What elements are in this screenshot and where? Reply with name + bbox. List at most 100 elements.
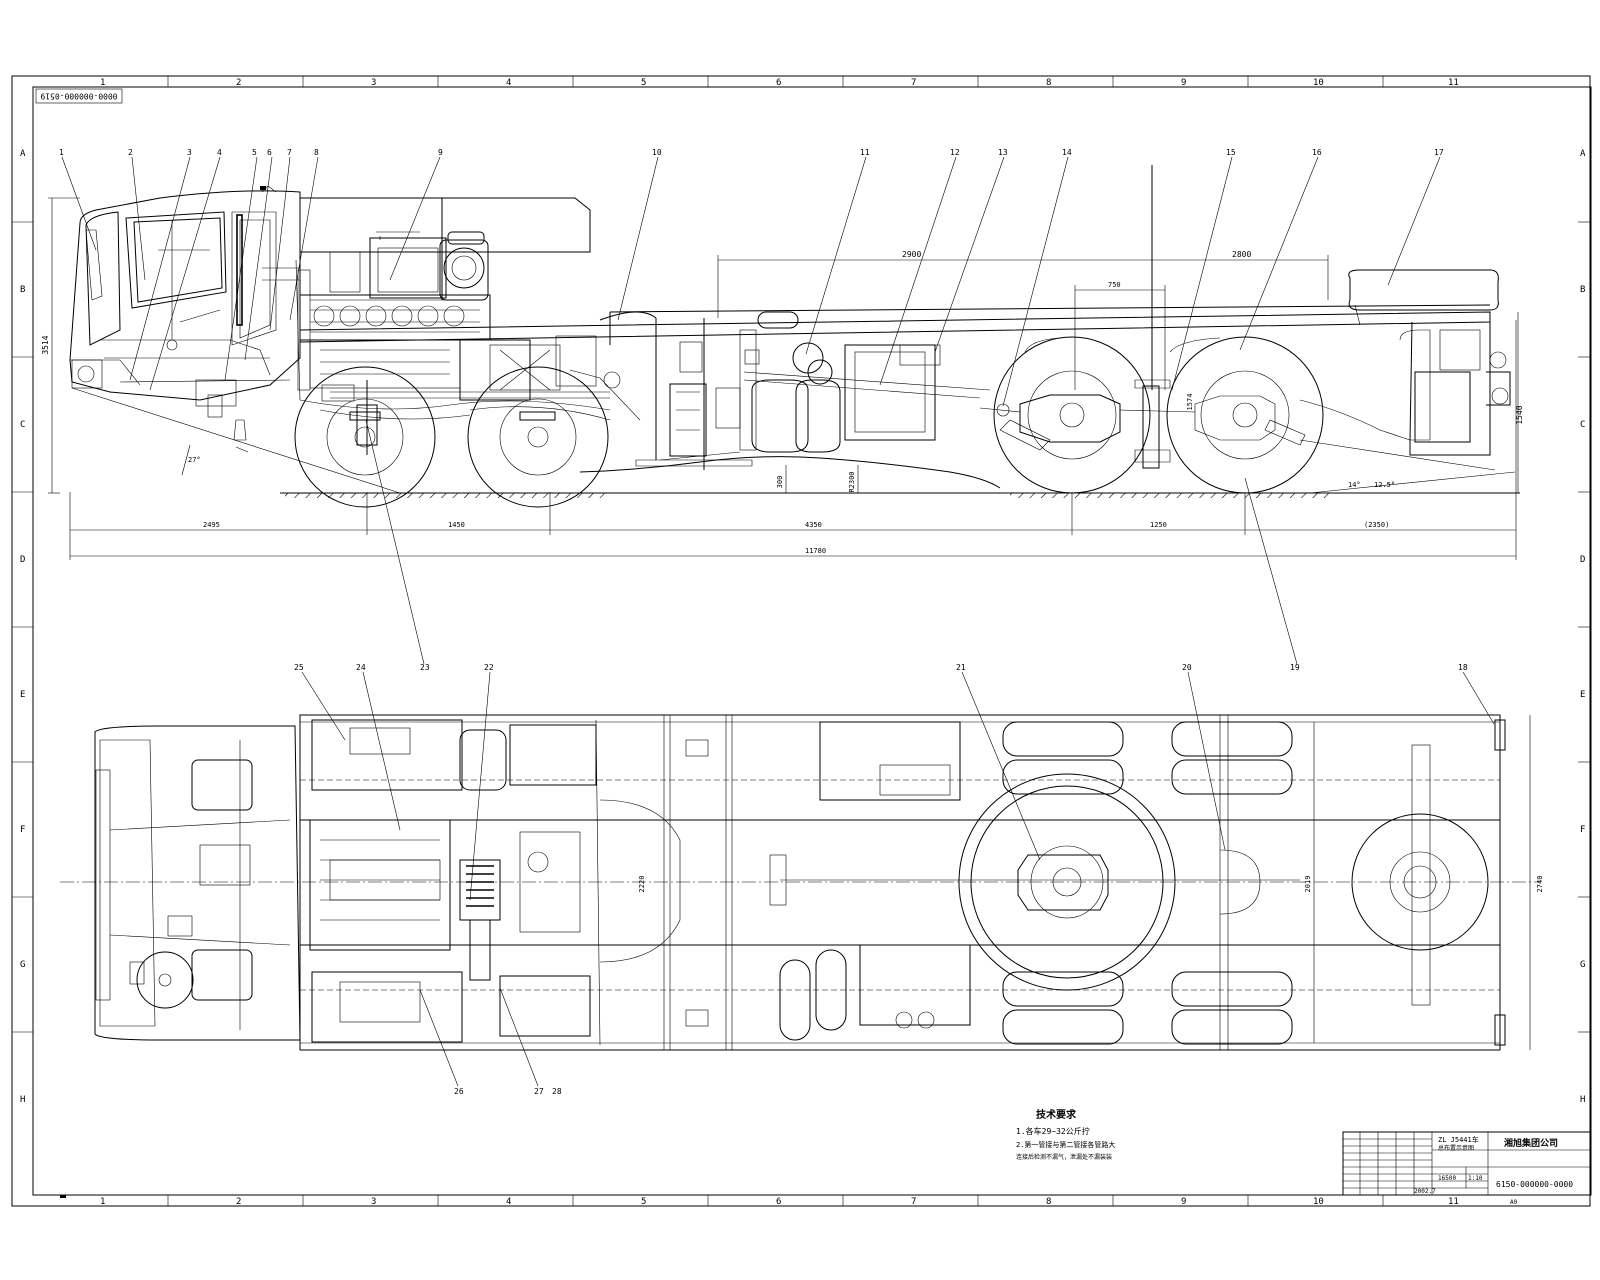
- zone-row-a-right: A: [1580, 149, 1586, 159]
- callout-28: 28: [552, 1087, 562, 1096]
- callout-27: 27: [534, 1087, 544, 1096]
- drawing-number-inverted: 0000-000000-0519: [40, 92, 117, 101]
- title-sheet-size: A0: [1510, 1199, 1518, 1206]
- callout-17: 17: [1434, 148, 1444, 157]
- zone-row-d-right: D: [1580, 555, 1585, 565]
- departure-angle: 12.5°: [1374, 481, 1395, 489]
- zone-col-6-bottom: 6: [776, 1197, 781, 1207]
- zone-col-6: 6: [776, 78, 781, 88]
- rear-wheel-1: [993, 336, 1151, 494]
- zone-row-h-right: H: [1580, 1095, 1585, 1105]
- callout-9: 9: [438, 148, 443, 157]
- tech-req-item-2: 2.第一管接与第二管接各管路大: [1016, 1140, 1115, 1149]
- angle-14: 14°: [1348, 481, 1361, 489]
- dim-1450: 1450: [448, 521, 465, 529]
- callout-4: 4: [217, 148, 222, 157]
- zone-col-8: 8: [1046, 78, 1051, 88]
- title-weight: 16500: [1438, 1175, 1456, 1182]
- title-date: 2002.7: [1414, 1188, 1436, 1195]
- rear-dual-tyres: [1002, 721, 1293, 1045]
- dim-2495: 2495: [203, 521, 220, 529]
- zone-col-5-bottom: 5: [641, 1197, 646, 1207]
- callout-24: 24: [356, 663, 366, 672]
- tech-req-title: 技术要求: [1036, 1108, 1077, 1121]
- zone-col-2-bottom: 2: [236, 1197, 241, 1207]
- zone-col-9: 9: [1181, 78, 1186, 88]
- callout-5: 5: [252, 148, 257, 157]
- sheet-frame: 1 2 3 4 5 6 7 8 9 10 11 1 2 3 4 5 6 7 8 …: [11, 75, 1592, 1207]
- dim-track-rear: 2019: [1304, 876, 1312, 893]
- callout-18: 18: [1458, 663, 1468, 672]
- title-subtitle: 总布置示意图: [1438, 1144, 1474, 1152]
- side-callouts: 1 2 3 4 5 6 7 8 9 10 11 12 13 14 15 16 1…: [59, 148, 1444, 665]
- zone-row-d: D: [20, 555, 25, 565]
- zone-labels: 1 2 3 4 5 6 7 8 9 10 11 1 2 3 4 5 6 7 8 …: [20, 78, 1586, 1207]
- engine-block-side: [262, 231, 610, 402]
- zone-col-4-bottom: 4: [506, 1197, 511, 1207]
- zone-row-g-right: G: [1580, 960, 1585, 970]
- zone-row-g: G: [20, 960, 25, 970]
- dim-750: 750: [1108, 281, 1121, 289]
- callout-23: 23: [420, 663, 430, 672]
- zone-row-f: F: [20, 825, 25, 835]
- rear-wheel-2: [1166, 336, 1324, 494]
- zone-row-a: A: [20, 149, 26, 159]
- callout-20: 20: [1182, 663, 1192, 672]
- side-elevation-view: 27° 12.5° 14° 3514 1540 300 R2300 1574 2…: [41, 165, 1524, 560]
- zone-col-10: 10: [1313, 78, 1324, 88]
- technical-requirements: 技术要求 1.各车29~32公斤拧 2.第一管接与第二管接各管路大 连接后检测不…: [1016, 1108, 1115, 1161]
- dim-4350: 4350: [805, 521, 822, 529]
- zone-col-9-bottom: 9: [1181, 1197, 1186, 1207]
- dim-2900: 2900: [902, 250, 921, 259]
- zone-col-7: 7: [911, 78, 916, 88]
- dim-1574: 1574: [1186, 394, 1194, 411]
- callout-14: 14: [1062, 148, 1072, 157]
- plan-callouts: 18 19 20 21 22 23 24 25 26 27 28: [294, 663, 1495, 1096]
- zone-row-e-right: E: [1580, 690, 1585, 700]
- callout-3: 3: [187, 148, 192, 157]
- zone-row-c-right: C: [1580, 420, 1585, 430]
- dim-ground-300: 300: [776, 476, 784, 489]
- dim-rear-height: 1540: [1515, 405, 1524, 424]
- zone-col-8-bottom: 8: [1046, 1197, 1051, 1207]
- callout-1: 1: [59, 148, 64, 157]
- turntable-ring: [958, 773, 1176, 991]
- zone-col-7-bottom: 7: [911, 1197, 916, 1207]
- callout-8: 8: [314, 148, 319, 157]
- zone-row-h: H: [20, 1095, 25, 1105]
- dim-track-front: 2220: [638, 876, 646, 893]
- title-drawing-no: 6150-000000-0000: [1496, 1180, 1573, 1189]
- drawing-number-box: [35, 88, 123, 104]
- callout-25: 25: [294, 663, 304, 672]
- dim-overall-width: 2740: [1536, 876, 1544, 893]
- callout-7: 7: [287, 148, 292, 157]
- zone-row-c: C: [20, 420, 25, 430]
- zone-col-2: 2: [236, 78, 241, 88]
- callout-11: 11: [860, 148, 870, 157]
- tech-req-item-1: 1.各车29~32公斤拧: [1016, 1126, 1090, 1136]
- cab-side: [69, 185, 301, 453]
- title-product: ZL J5441车: [1438, 1135, 1479, 1144]
- callout-21: 21: [956, 663, 966, 672]
- title-block: ZL J5441车 总布置示意图 湘旭集团公司 16500 1:10 2002.…: [1342, 1131, 1592, 1206]
- dim-height: 3514: [41, 335, 50, 354]
- zone-row-f-right: F: [1580, 825, 1585, 835]
- callout-22: 22: [484, 663, 494, 672]
- front-wheel-1: [294, 366, 436, 508]
- callout-19: 19: [1290, 663, 1300, 672]
- callout-15: 15: [1226, 148, 1236, 157]
- callout-2: 2: [128, 148, 133, 157]
- callout-26: 26: [454, 1087, 464, 1096]
- cab-plan: [94, 725, 301, 1041]
- callout-12: 12: [950, 148, 960, 157]
- zone-col-1: 1: [100, 78, 105, 88]
- dim-2350: (2350): [1364, 521, 1389, 529]
- zone-col-5: 5: [641, 78, 646, 88]
- zone-row-e: E: [20, 690, 25, 700]
- zone-col-11: 11: [1448, 78, 1459, 88]
- zone-col-10-bottom: 10: [1313, 1197, 1324, 1207]
- tech-req-item-3: 连接后检测不漏气，泄漏处不漏装装: [1016, 1153, 1112, 1161]
- zone-row-b: B: [20, 285, 25, 295]
- zone-col-3-bottom: 3: [371, 1197, 376, 1207]
- callout-6: 6: [267, 148, 272, 157]
